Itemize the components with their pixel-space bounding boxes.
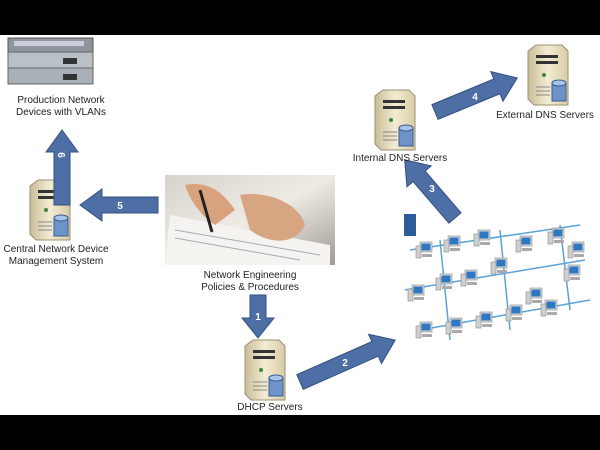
arrow-1 <box>240 294 276 339</box>
policies-signing-photo <box>165 175 335 265</box>
arrow-3 <box>404 159 462 224</box>
dhcp-servers-label: DHCP Servers <box>237 402 303 413</box>
label-line: Policies & Procedures <box>201 282 299 293</box>
arrow-4-number: 4 <box>472 92 478 103</box>
router-stack-image <box>7 37 94 85</box>
production-devices-label: Production Network Devices with VLANs <box>0 95 122 119</box>
label-line: Devices with VLANs <box>15 107 107 118</box>
external-dns-server-icon <box>527 44 569 106</box>
arrow-6 <box>45 129 79 206</box>
arrow-5-number: 5 <box>117 201 123 212</box>
label-line: Central Network Device <box>3 244 109 255</box>
central-management-label: Central Network Device Management System <box>0 244 112 268</box>
arrow-6-number: 6 <box>55 152 66 158</box>
dhcp-server-icon <box>244 339 286 401</box>
arrow-2 <box>296 333 396 390</box>
label-line: Production Network <box>17 95 105 106</box>
policies-label: Network Engineering Policies & Procedure… <box>180 270 320 294</box>
internal-dns-label: Internal DNS Servers <box>352 153 448 164</box>
arrow-5 <box>79 188 159 222</box>
internal-dns-server-icon <box>374 89 416 151</box>
label-line: Network Engineering <box>203 270 297 281</box>
label-line: Management System <box>8 256 104 267</box>
client-network-image <box>404 214 591 341</box>
arrow-3-number: 3 <box>429 184 435 195</box>
arrow-4 <box>431 70 519 121</box>
arrow-1-number: 1 <box>255 312 261 323</box>
external-dns-label: External DNS Servers <box>496 110 594 121</box>
arrow-2-number: 2 <box>342 358 348 369</box>
